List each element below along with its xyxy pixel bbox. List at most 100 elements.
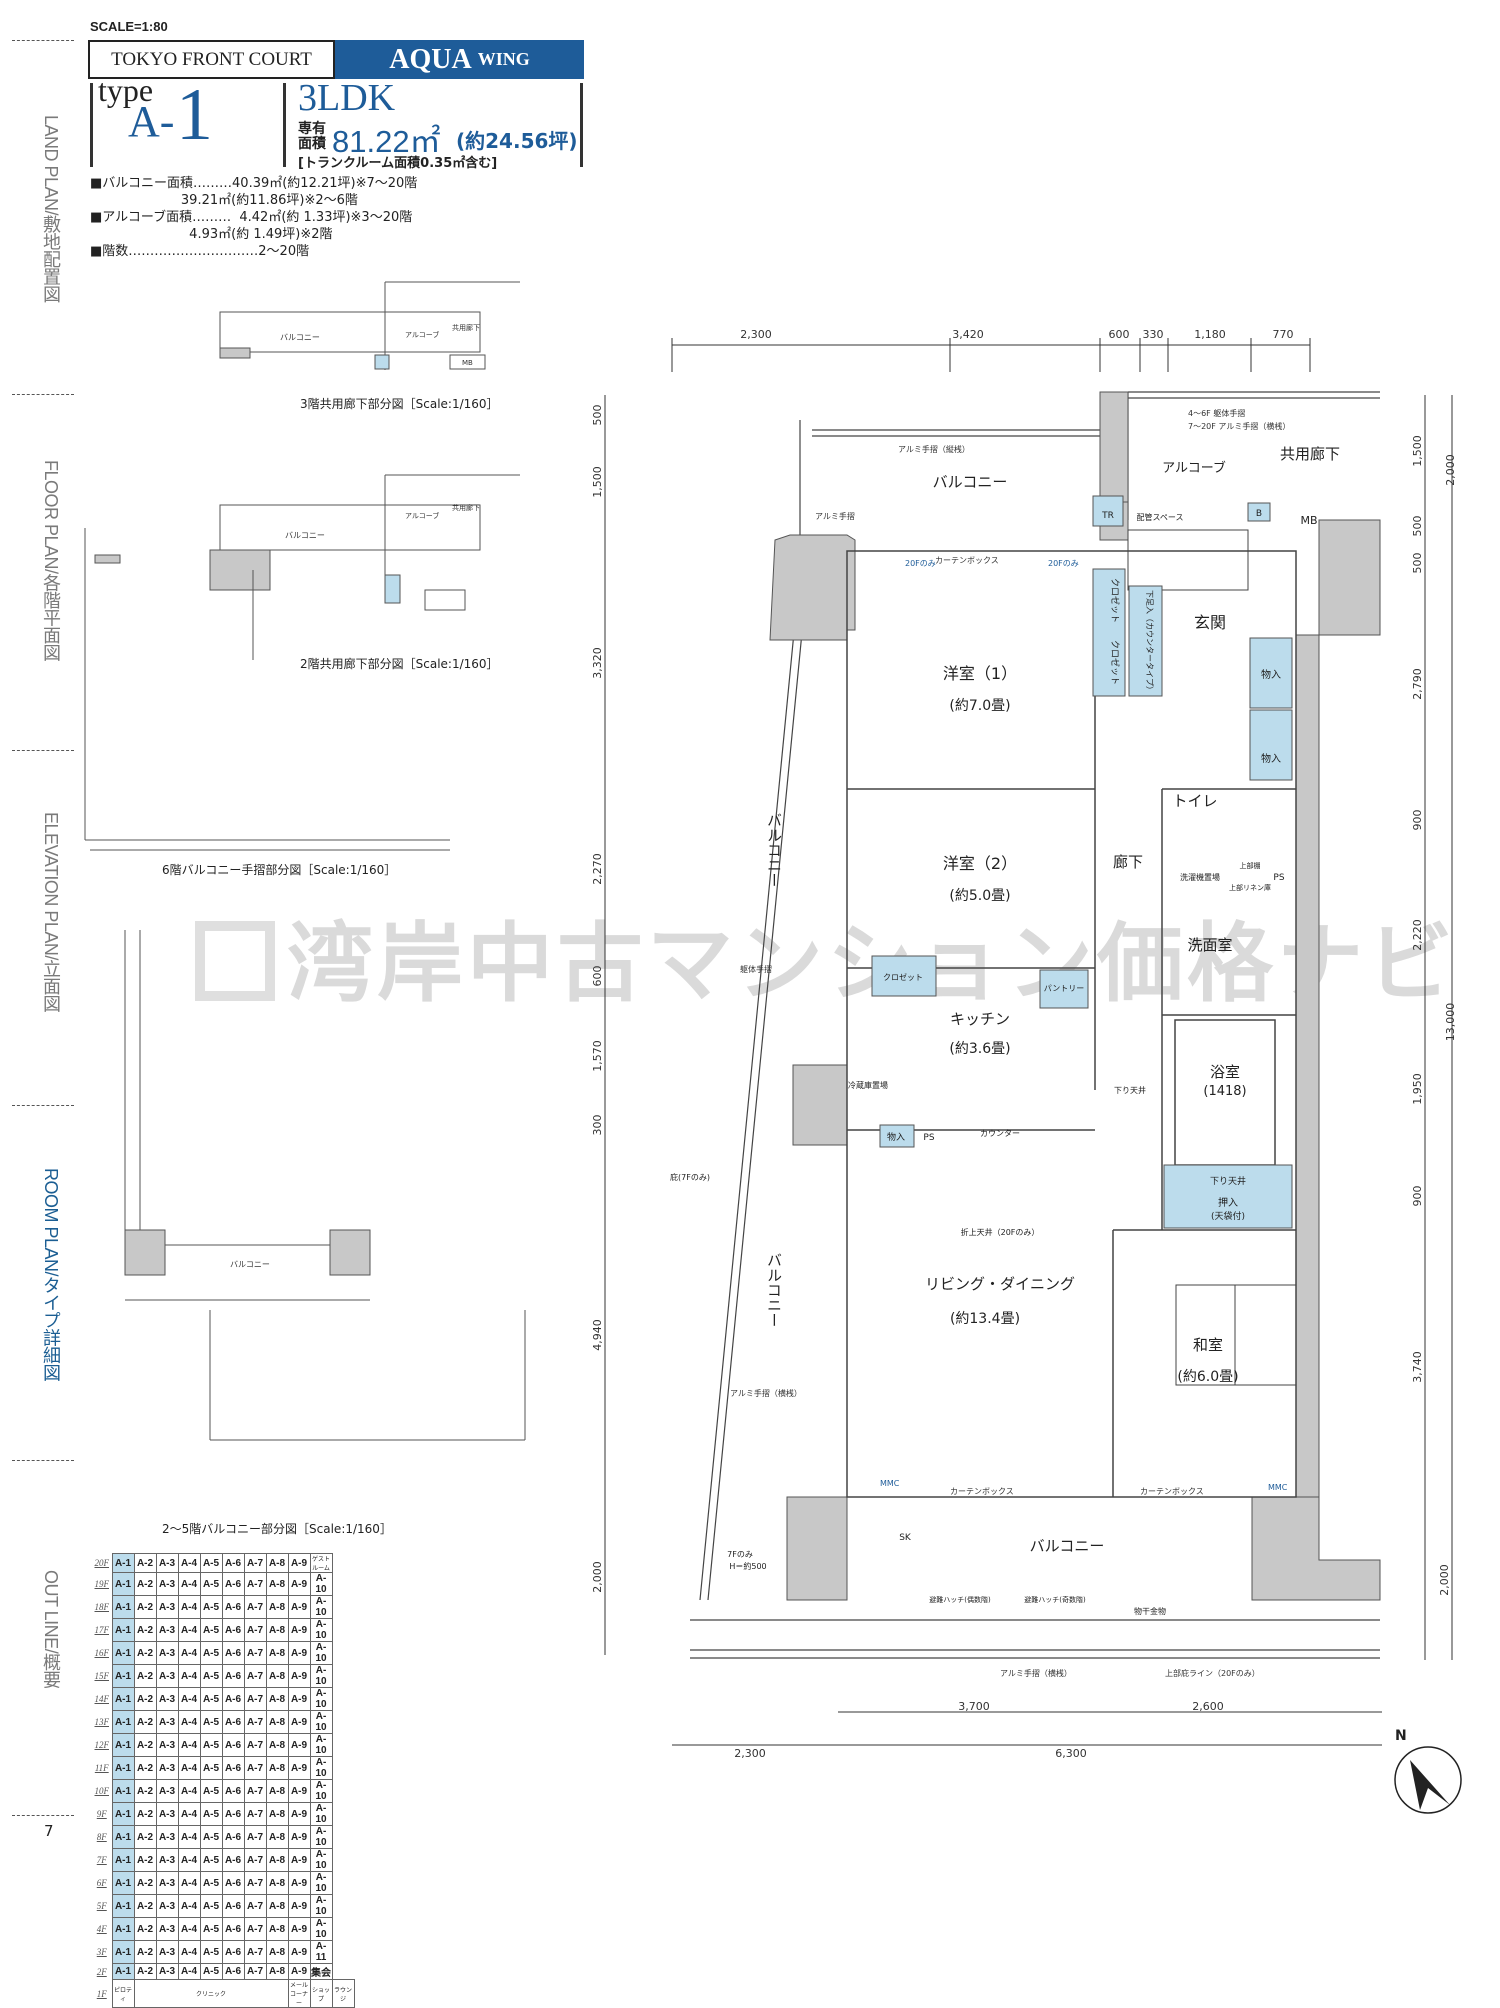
- inset-2f-corridor: 共用廊下: [452, 503, 480, 512]
- unit-cell: A-4: [177, 1963, 201, 1980]
- label-storage-3: 物入: [887, 1131, 905, 1143]
- trunk-note: [トランクルーム面積0.35㎡含む]: [298, 156, 498, 171]
- rails: [690, 391, 1380, 1659]
- label-western-2: 洋室（2）: [943, 854, 1017, 873]
- nav-elevation-plan[interactable]: ELEVATION PLAN/立面図: [41, 812, 61, 1013]
- label-corridor: 共用廊下: [1280, 445, 1340, 463]
- unit-cell: A-6: [221, 1963, 245, 1980]
- spec-alcove-2: 4.93㎡(約 1.49坪)※2階: [90, 227, 333, 242]
- label-balcony-left-2: バルコニー: [765, 1253, 783, 1328]
- label-balcony-bottom: バルコニー: [1030, 1537, 1105, 1555]
- unit-cell: A-10: [309, 1917, 333, 1941]
- north-arrow: N: [1394, 1728, 1462, 1814]
- note-rail-bottom: アルミ手摺（横桟）: [1000, 1668, 1072, 1678]
- dim-right-outer: 2,000: [1444, 454, 1457, 486]
- title-bar: TOKYO FRONT COURT AQUA WING: [88, 40, 584, 79]
- unit-cell: A-1: [111, 1917, 135, 1941]
- nav-room-plan[interactable]: ROOM PLAN/タイプ詳細図: [41, 1168, 61, 1382]
- unit-cell: A-4: [177, 1894, 201, 1918]
- label-alcove: アルコーブ: [1162, 460, 1226, 476]
- note-mmc: MMC: [1268, 1483, 1288, 1492]
- dim-left: 500: [591, 405, 604, 426]
- label-closet-3: クロゼット: [883, 972, 923, 982]
- unit-cell: A-10: [309, 1756, 333, 1780]
- area-label: 専有 面積: [298, 122, 326, 152]
- unit-cell: A-1: [111, 1825, 135, 1849]
- walls: [769, 391, 1381, 1601]
- nav-divider: [12, 1815, 74, 1816]
- note-alcove-rail-2: 7〜20F アルミ手摺（横桟）: [1188, 421, 1290, 431]
- dims-right: 1,500 500 500 2,790 900 2,220 1,950 900 …: [1411, 435, 1457, 1596]
- north-arrow-icon: [1410, 1760, 1450, 1810]
- dim-bottom: 6,300: [1055, 1747, 1087, 1760]
- note-mmc: MMC: [880, 1479, 900, 1488]
- unit-cell: A-9: [287, 1917, 311, 1941]
- dim-left: 1,570: [591, 1040, 604, 1072]
- area-tsubo: (約24.56坪): [456, 129, 578, 153]
- label-storage-2: 物入: [1261, 752, 1281, 765]
- unit-cell: A-9: [287, 1940, 311, 1964]
- plan-notes: アルミ手摺（縦桟） アルミ手摺 4〜6F 躯体手摺 7〜20F アルミ手摺（横桟…: [730, 408, 1290, 1678]
- dim-right: 2,000: [1438, 1564, 1451, 1596]
- inset-3f-alcove: アルコーブ: [405, 330, 439, 339]
- label-raised-ceiling: 折上天井（20Fのみ）: [961, 1227, 1040, 1237]
- spec-floors: ■階数…………………………2〜20階: [90, 244, 310, 259]
- floor-label: 1F: [96, 1988, 107, 1999]
- unit-cell: A-1: [111, 1756, 135, 1780]
- unit-cell: A-9: [287, 1871, 311, 1895]
- unit-cell: A-3: [155, 1871, 179, 1895]
- spec-balcony-2: 39.21㎡(約11.86坪)※2〜6階: [90, 193, 358, 208]
- label-piping: 配管スペース: [1136, 512, 1183, 522]
- dim-bottom: 3,700: [958, 1700, 990, 1713]
- unit-cell: A-8: [265, 1917, 289, 1941]
- label-western-2-size: (約5.0畳): [949, 888, 1010, 904]
- dim-top: 2,300: [740, 328, 772, 341]
- nav-divider: [12, 40, 74, 41]
- unit-cell: A-7: [243, 1940, 267, 1964]
- area-label-1: 専有: [298, 121, 326, 137]
- unit-cell: A-7: [243, 1917, 267, 1941]
- unit-cell: A-3: [155, 1917, 179, 1941]
- divider: [283, 83, 286, 167]
- area-value: 81.22㎡: [332, 124, 441, 159]
- north-label: N: [1395, 1728, 1407, 1744]
- type-number: 1: [176, 74, 213, 156]
- label-b: B: [1256, 509, 1262, 519]
- label-sk: SK: [899, 1533, 912, 1543]
- nav-outline[interactable]: OUT LINE/概要: [41, 1570, 61, 1689]
- note-rail-top: アルミ手摺（縦桟）: [898, 444, 970, 454]
- label-bath: 浴室: [1210, 1063, 1240, 1081]
- label-lowered-ceiling-2: 下り天井: [1210, 1175, 1246, 1187]
- label-fridge: 冷蔵庫置場: [848, 1080, 888, 1090]
- nav-divider: [12, 1105, 74, 1106]
- storage-areas: [871, 495, 1293, 1229]
- label-kitchen-size: (約3.6畳): [949, 1041, 1010, 1057]
- dim-right: 900: [1411, 1186, 1424, 1207]
- label-dryer: 物干金物: [1134, 1606, 1166, 1616]
- dim-right-outer: 13,000: [1444, 1003, 1457, 1042]
- nav-floor-plan[interactable]: FLOOR PLAN/各階平面図: [41, 460, 61, 662]
- unit-cell: A-7: [243, 1963, 267, 1980]
- label-tr: TR: [1101, 511, 1114, 521]
- note-20f-only: 20Fのみ: [905, 559, 936, 568]
- floor-label: 19F: [94, 1579, 110, 1589]
- label-h500: H＝約500: [729, 1561, 766, 1571]
- unit-cell: A-1: [111, 1641, 135, 1665]
- inset-2-5f: バルコニー: [124, 930, 526, 1441]
- unit-cell: A-6: [221, 1940, 245, 1964]
- unit-cell: A-4: [177, 1871, 201, 1895]
- divider: [580, 83, 583, 167]
- floor-label: 5F: [96, 1901, 107, 1911]
- wing-sub: WING: [477, 49, 530, 69]
- unit-cell: A-10: [309, 1848, 333, 1872]
- unit-cell: A-2: [133, 1917, 157, 1941]
- unit-cell: A-10: [309, 1894, 333, 1918]
- note-curtain-box: カーテンボックス: [935, 556, 999, 565]
- dim-left: 2,270: [591, 853, 604, 885]
- nav-land-plan[interactable]: LAND PLAN/敷地配置図: [41, 115, 61, 303]
- unit-cell: A-6: [221, 1871, 245, 1895]
- unit-cell: A-10: [309, 1871, 333, 1895]
